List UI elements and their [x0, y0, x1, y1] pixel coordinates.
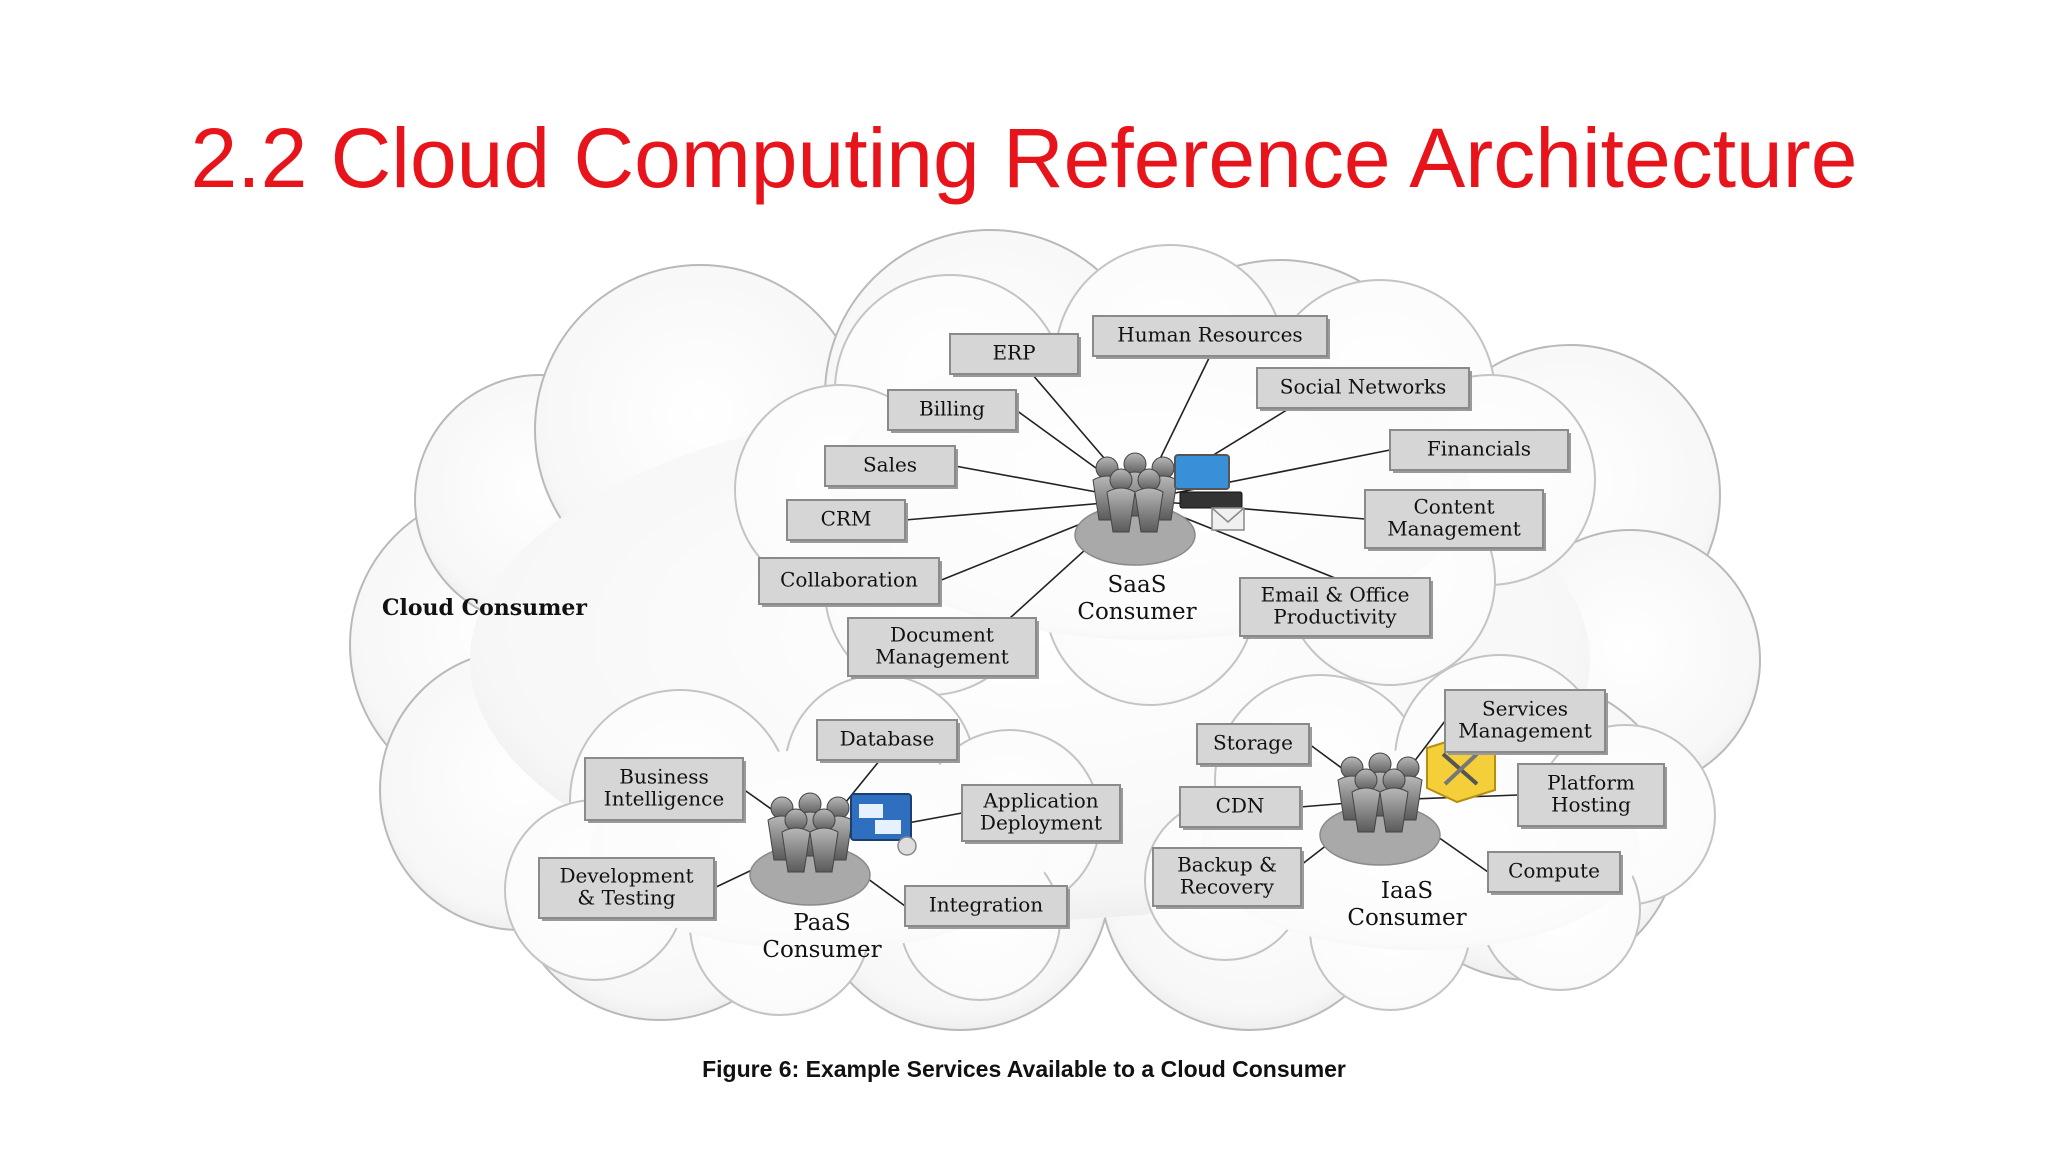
service-label: Human Resources — [1117, 323, 1302, 347]
devices-icon — [1174, 454, 1245, 531]
service-label: Development — [560, 864, 694, 888]
service-label: Sales — [863, 453, 917, 477]
service-label: Database — [840, 727, 935, 751]
service-label: Productivity — [1273, 605, 1397, 629]
service-label: Integration — [929, 893, 1043, 917]
service-box-crm: CRM — [786, 499, 908, 543]
service-label: Billing — [919, 397, 985, 421]
service-label: ERP — [992, 341, 1035, 365]
service-box-compute: Compute — [1487, 851, 1623, 895]
service-label: CRM — [821, 507, 872, 531]
service-label: Management — [875, 645, 1009, 669]
connector-content-management — [1139, 499, 1366, 520]
service-label: Social Networks — [1280, 375, 1447, 399]
service-label: Intelligence — [604, 787, 724, 811]
users-icon — [767, 792, 853, 873]
users-icon — [1092, 452, 1178, 533]
service-label: Deployment — [980, 811, 1102, 835]
service-label: Services — [1482, 697, 1568, 721]
service-box-social-networks: Social Networks — [1256, 367, 1472, 411]
service-label: Financials — [1427, 437, 1531, 461]
service-label: Business — [619, 765, 708, 789]
service-label: Recovery — [1180, 875, 1275, 899]
service-label: Hosting — [1551, 793, 1631, 817]
application-window-icon — [850, 793, 917, 856]
service-label: Storage — [1213, 731, 1293, 755]
service-box-financials: Financials — [1389, 429, 1571, 473]
service-label: Platform — [1547, 771, 1635, 795]
service-label: Management — [1458, 719, 1592, 743]
service-label: Application — [982, 789, 1098, 813]
service-label: Document — [890, 623, 994, 647]
service-box-development-and-testing: Development& Testing — [538, 857, 717, 921]
service-box-storage: Storage — [1196, 723, 1312, 767]
users-icon — [1337, 752, 1423, 833]
service-box-billing: Billing — [887, 389, 1019, 433]
cloud-consumer-label: Cloud Consumer — [382, 595, 587, 621]
service-box-erp: ERP — [949, 333, 1081, 377]
service-label: Management — [1387, 517, 1521, 541]
service-box-database: Database — [816, 719, 960, 763]
service-box-sales: Sales — [824, 445, 958, 489]
figure-caption: Figure 6: Example Services Available to … — [702, 1056, 1346, 1082]
service-label: CDN — [1216, 794, 1265, 818]
service-label: Email & Office — [1261, 583, 1410, 607]
service-box-collaboration: Collaboration — [758, 557, 942, 607]
service-label: Compute — [1508, 859, 1600, 883]
slide-title: 2.2 Cloud Computing Reference Architectu… — [190, 111, 1858, 205]
service-box-integration: Integration — [904, 885, 1070, 929]
service-label: Collaboration — [780, 568, 918, 592]
service-label: Backup & — [1177, 853, 1277, 877]
service-box-backup-and-recovery: Backup &Recovery — [1152, 847, 1304, 909]
service-label: & Testing — [577, 886, 675, 910]
service-label: Content — [1413, 495, 1494, 519]
service-box-human-resources: Human Resources — [1092, 315, 1330, 359]
service-box-cdn: CDN — [1179, 786, 1303, 830]
